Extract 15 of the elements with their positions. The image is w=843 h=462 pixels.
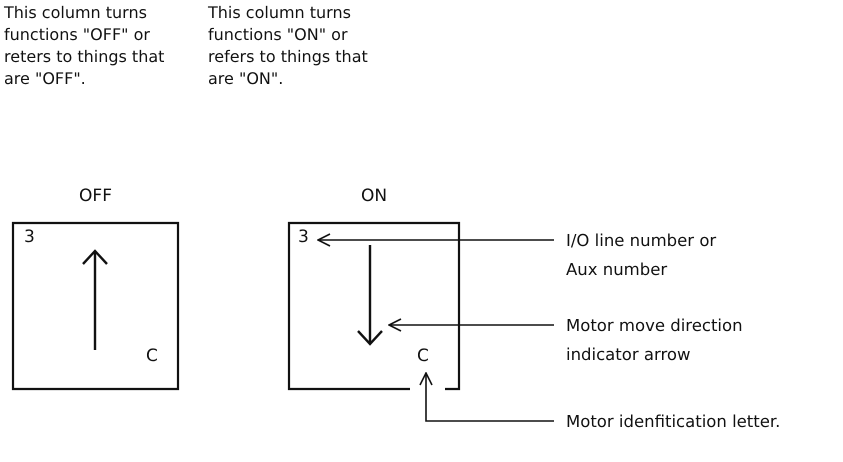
- motor-letter: C: [417, 345, 435, 369]
- motor-number: 3: [24, 226, 35, 248]
- column-heading: OFF: [78, 185, 113, 207]
- callout-text: Motor idenfitication letter.: [566, 407, 806, 457]
- leader-line: [317, 233, 554, 247]
- leader-line: [388, 318, 554, 332]
- note-text: This column turns functions "OFF" or reters to things that are "OFF".: [4, 2, 166, 90]
- column-heading: ON: [360, 185, 388, 207]
- leader-line: [419, 372, 554, 422]
- callout-text: Motor move direction indicator arrow: [566, 311, 806, 361]
- motor-number: 3: [298, 226, 314, 250]
- callout-text: I/O line number or Aux number: [566, 226, 746, 276]
- motor-letter: C: [146, 345, 158, 367]
- note-text: This column turns functions "ON" or refers to things that are "ON".: [208, 2, 369, 90]
- direction-arrow: [355, 244, 385, 348]
